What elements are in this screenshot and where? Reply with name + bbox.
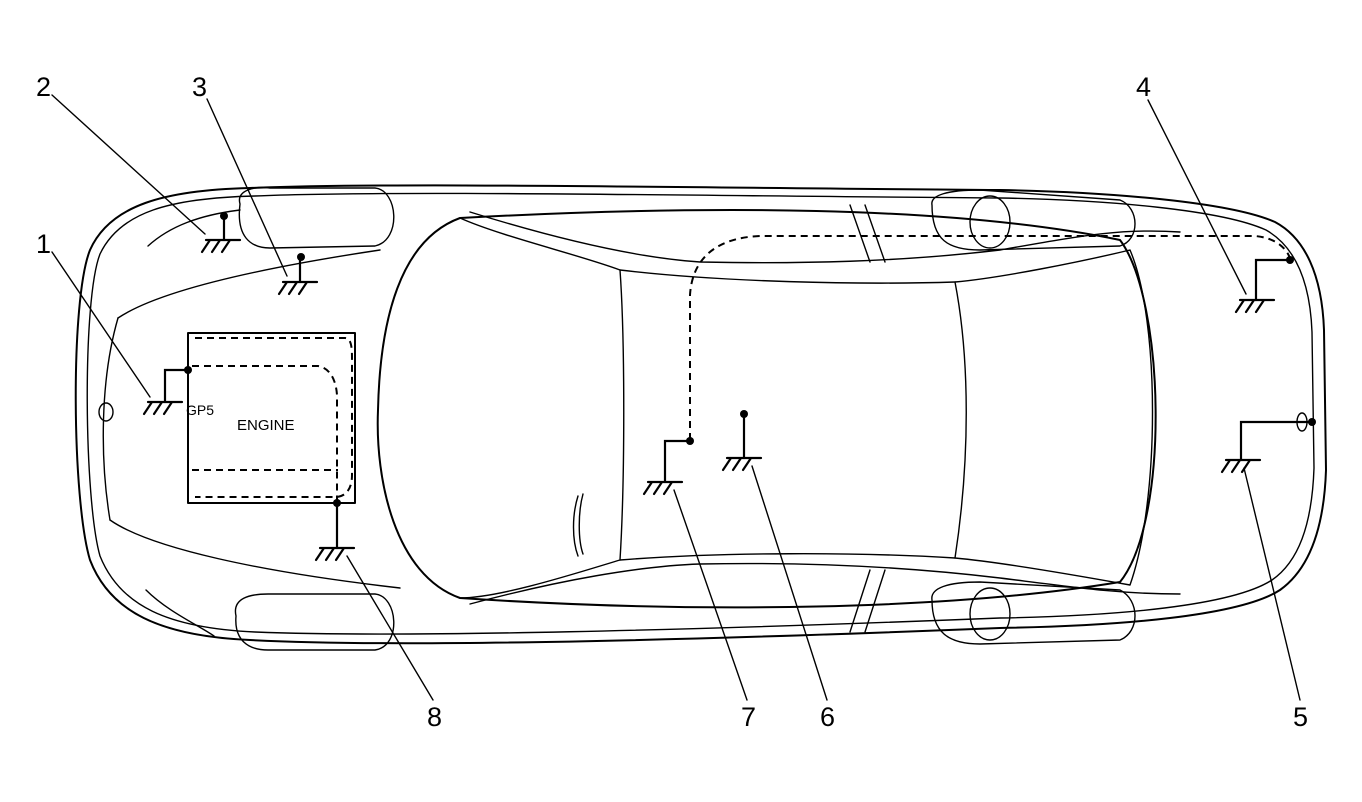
leader-lines	[51, 94, 1301, 701]
callout-2: 2	[36, 72, 51, 102]
ground-5-symbol	[1220, 412, 1316, 474]
callout-6: 6	[820, 702, 835, 732]
ground-7-symbol	[642, 437, 694, 496]
gp5-label: GP5	[186, 402, 214, 418]
car-cabin	[376, 204, 1181, 633]
ground-6-symbol	[721, 410, 763, 472]
ground-8-symbol	[314, 499, 356, 562]
callout-8: 8	[427, 702, 442, 732]
ground-4-symbol	[1234, 256, 1294, 314]
engine-block: ENGINE	[187, 332, 356, 504]
wheel-housings	[234, 186, 1136, 651]
callout-5: 5	[1293, 702, 1308, 732]
ground-3-symbol	[277, 253, 319, 296]
callout-numbers: 1 2 3 4 5 6 7 8	[36, 72, 1308, 732]
callout-7: 7	[741, 702, 756, 732]
callout-3: 3	[192, 72, 207, 102]
ground-1-symbol: GP5	[142, 366, 214, 418]
engine-label: ENGINE	[237, 417, 295, 434]
car-body-outline	[74, 184, 1327, 645]
callout-4: 4	[1136, 72, 1151, 102]
callout-1: 1	[36, 229, 51, 259]
wiring-harness	[689, 235, 1291, 440]
ground-2-symbol	[200, 212, 242, 254]
